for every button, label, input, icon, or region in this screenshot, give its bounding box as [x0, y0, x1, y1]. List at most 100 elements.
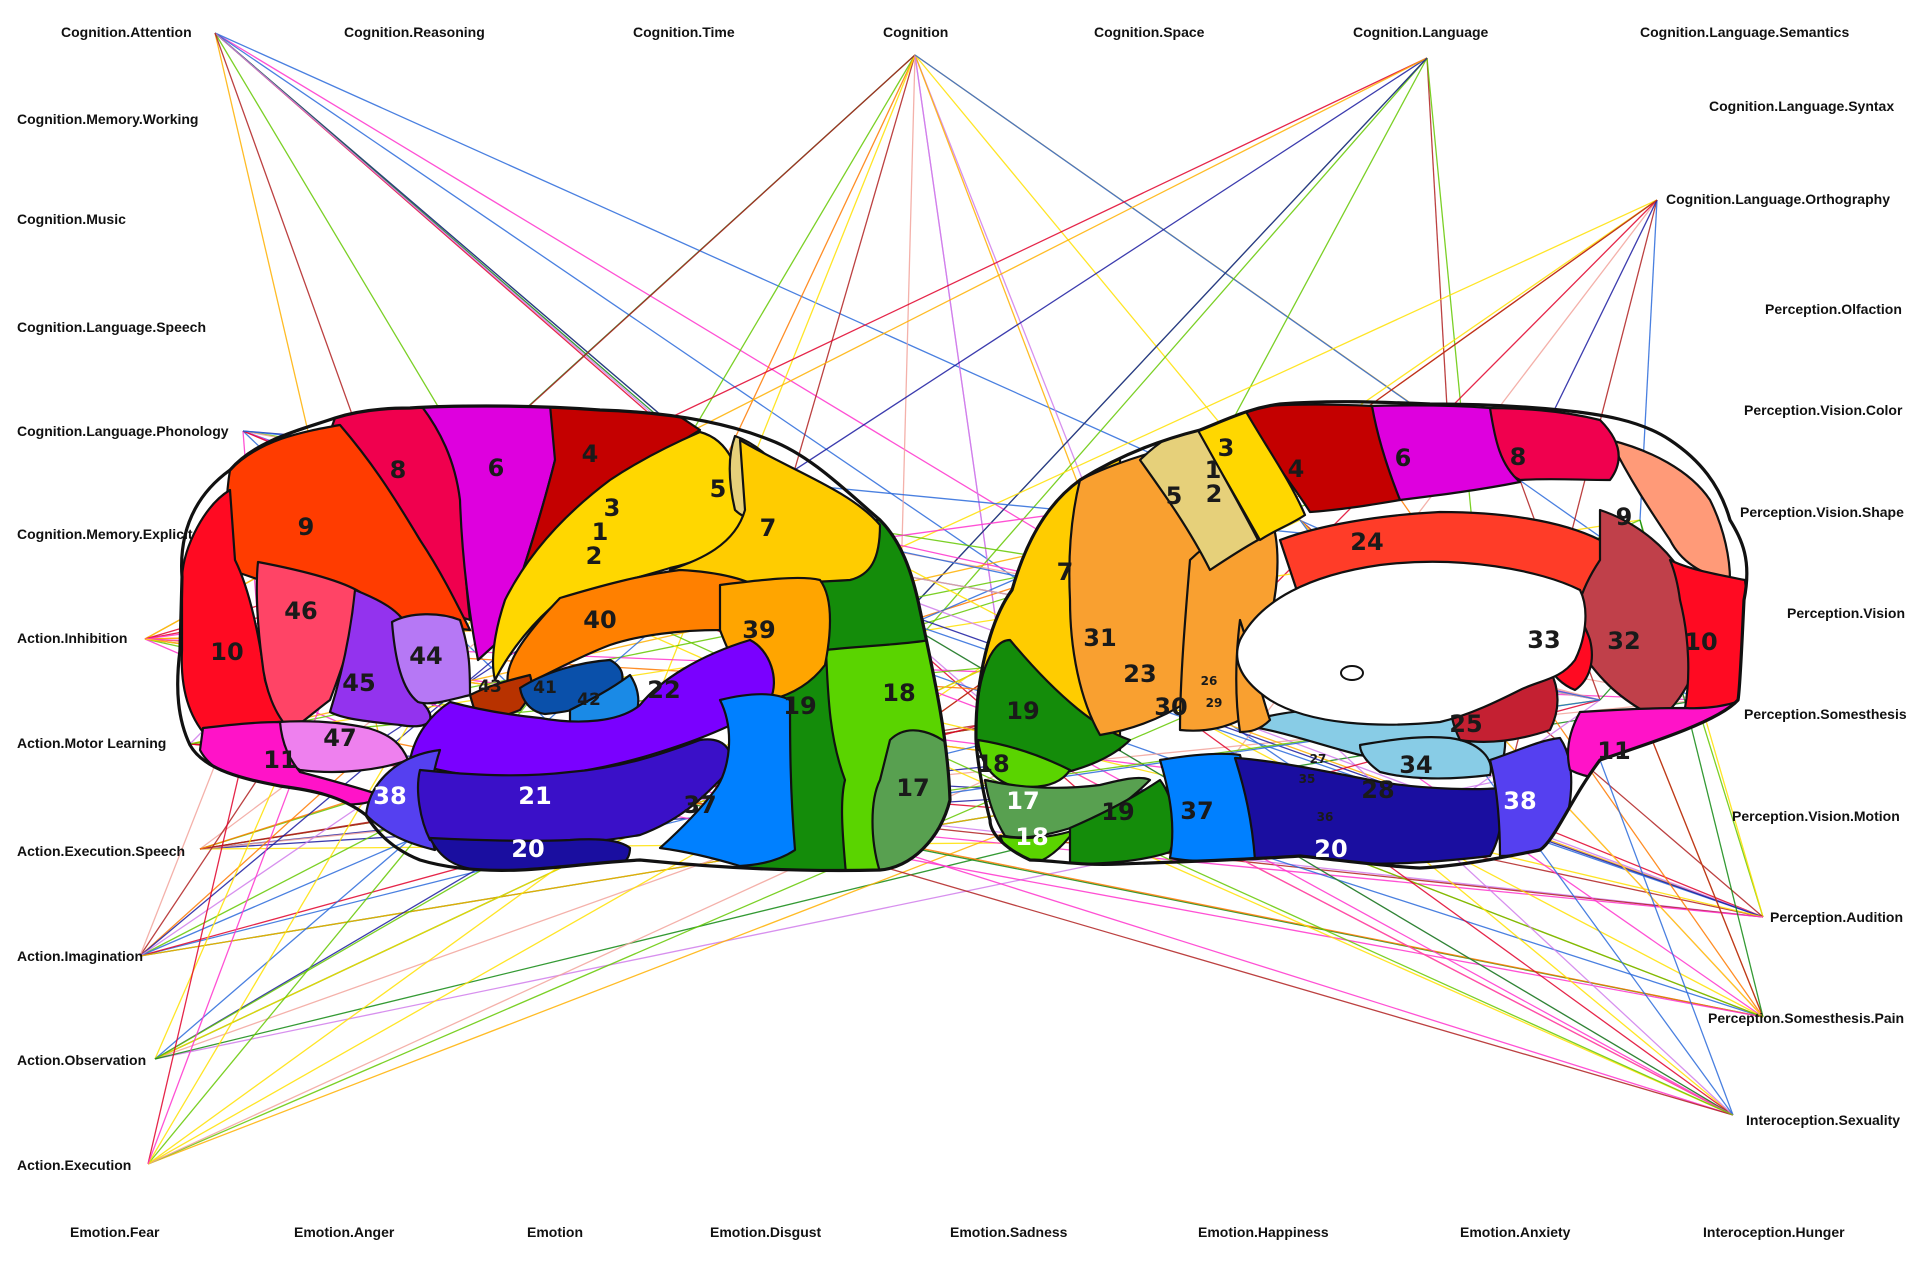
- label-area-22-lateral: 22: [647, 676, 680, 704]
- label-area-31-medial: 31: [1083, 624, 1116, 652]
- term-action-imagination: Action.Imagination: [17, 948, 143, 964]
- label-area-2-medial: 2: [1206, 480, 1223, 508]
- term-cognition-time: Cognition.Time: [633, 24, 735, 40]
- connection-line: [1599, 759, 1734, 1116]
- label-area-17-medial: 17: [1006, 787, 1039, 815]
- term-emotion-fear: Emotion.Fear: [70, 1224, 160, 1240]
- label-area-25-medial: 25: [1449, 710, 1482, 738]
- term-cognition-language-phonology: Cognition.Language.Phonology: [17, 423, 229, 439]
- label-area-7-lateral: 7: [760, 514, 777, 542]
- term-emotion-anxiety: Emotion.Anxiety: [1460, 1224, 1571, 1240]
- label-area-24-medial: 24: [1350, 528, 1383, 556]
- term-perception-somesthesis: Perception.Somesthesis: [1744, 706, 1907, 722]
- label-area-8-medial: 8: [1510, 443, 1527, 471]
- term-perception-olfaction: Perception.Olfaction: [1765, 301, 1902, 317]
- term-action-motor-learning: Action.Motor Learning: [17, 735, 166, 751]
- label-area-41-lateral: 41: [533, 678, 557, 698]
- term-action-observation: Action.Observation: [17, 1052, 146, 1068]
- label-area-47-lateral: 47: [323, 724, 356, 752]
- label-area-18-lateral: 18: [882, 679, 915, 707]
- term-cognition-language-orthography: Cognition.Language.Orthography: [1666, 191, 1890, 207]
- label-area-1-lateral: 1: [592, 518, 609, 546]
- label-area-10-medial: 10: [1684, 628, 1717, 656]
- connection-line: [147, 699, 1161, 1165]
- label-area-19-lateral: 19: [783, 692, 816, 720]
- label-area-35-medial: 35: [1299, 772, 1316, 786]
- label-area-18b-medial: 18: [1015, 823, 1048, 851]
- label-area-23-medial: 23: [1123, 660, 1156, 688]
- label-area-10-lateral: 10: [210, 638, 243, 666]
- term-cognition-reasoning: Cognition.Reasoning: [344, 24, 485, 40]
- label-area-20-lateral: 20: [511, 835, 544, 863]
- connection-line: [559, 57, 1428, 471]
- anterior-commissure: [1340, 665, 1364, 681]
- term-cognition-language: Cognition.Language: [1353, 24, 1489, 40]
- term-cognition-space: Cognition.Space: [1094, 24, 1205, 40]
- connection-line: [1699, 699, 1764, 918]
- term-emotion: Emotion: [527, 1224, 583, 1240]
- label-area-27-medial: 27: [1310, 752, 1327, 766]
- connection-line: [1426, 57, 1451, 461]
- area-37-lateral: [658, 693, 797, 868]
- label-area-37-medial: 37: [1180, 797, 1213, 825]
- term-action-inhibition: Action.Inhibition: [17, 630, 127, 646]
- label-area-5-lateral: 5: [710, 475, 727, 503]
- term-interoception-sexuality: Interoception.Sexuality: [1746, 1112, 1900, 1128]
- label-area-11-lateral: 11: [263, 746, 296, 774]
- term-cognition-music: Cognition.Music: [17, 211, 126, 227]
- label-area-37-lateral: 37: [683, 791, 716, 819]
- label-area-28-medial: 28: [1361, 776, 1394, 804]
- term-perception-vision-motion: Perception.Vision.Motion: [1732, 808, 1900, 824]
- term-perception-audition: Perception.Audition: [1770, 909, 1903, 925]
- connection-line: [914, 54, 1011, 721]
- label-area-4-medial: 4: [1288, 455, 1305, 483]
- term-emotion-anger: Emotion.Anger: [294, 1224, 395, 1240]
- term-perception-somesthesis-pain: Perception.Somesthesis.Pain: [1708, 1010, 1904, 1026]
- term-cognition-language-syntax: Cognition.Language.Syntax: [1709, 98, 1894, 114]
- connection-line: [139, 739, 381, 957]
- term-interoception-hunger: Interoception.Hunger: [1703, 1224, 1845, 1240]
- term-cognition: Cognition: [883, 24, 948, 40]
- label-area-3-medial: 3: [1218, 434, 1235, 462]
- label-area-33-medial: 33: [1527, 626, 1560, 654]
- connection-line: [1399, 839, 1734, 1116]
- medial-brain-view: 3 1 2 4 6 8 5 9 24 7 33 32 10 31 23 26 2…: [974, 400, 1749, 870]
- behavioral-domain-labels: Cognition.Attention Cognition.Reasoning …: [17, 24, 1907, 1240]
- connection-line: [214, 32, 471, 461]
- term-cognition-attention: Cognition.Attention: [61, 24, 192, 40]
- label-area-46-lateral: 46: [284, 597, 317, 625]
- connection-line: [619, 54, 916, 791]
- label-area-42-lateral: 42: [577, 690, 601, 710]
- connection-line: [899, 54, 916, 621]
- label-area-11-medial: 11: [1597, 737, 1630, 765]
- term-cognition-language-semantics: Cognition.Language.Semantics: [1640, 24, 1849, 40]
- label-area-6-medial: 6: [1395, 444, 1412, 472]
- term-perception-vision-color: Perception.Vision.Color: [1744, 402, 1903, 418]
- label-area-26-medial: 26: [1201, 674, 1218, 688]
- label-area-21-lateral: 21: [518, 782, 551, 810]
- area-46-lateral: [255, 560, 362, 732]
- label-area-30-medial: 30: [1154, 693, 1187, 721]
- term-perception-vision-shape: Perception.Vision.Shape: [1740, 504, 1904, 520]
- label-area-4-lateral: 4: [582, 440, 599, 468]
- connection-line: [469, 54, 916, 461]
- term-emotion-sadness: Emotion.Sadness: [950, 1224, 1068, 1240]
- label-area-8-lateral: 8: [390, 456, 407, 484]
- label-area-19b-medial: 19: [1101, 798, 1134, 826]
- label-area-17-lateral: 17: [896, 774, 929, 802]
- label-area-2-lateral: 2: [586, 542, 603, 570]
- connection-line: [829, 199, 1658, 581]
- label-area-36-medial: 36: [1317, 810, 1334, 824]
- corpus-callosum: [1236, 560, 1587, 726]
- term-action-execution-speech: Action.Execution.Speech: [17, 843, 185, 859]
- label-area-32-medial: 32: [1607, 627, 1640, 655]
- label-area-40-lateral: 40: [583, 606, 616, 634]
- medial-brain-outline: [974, 400, 1749, 870]
- term-perception-vision: Perception.Vision: [1787, 605, 1905, 621]
- label-area-18a-medial: 18: [976, 750, 1009, 778]
- term-cognition-language-speech: Cognition.Language.Speech: [17, 319, 206, 335]
- connection-line: [779, 54, 916, 521]
- area-34-medial: [1358, 735, 1493, 780]
- label-area-19-medial: 19: [1006, 697, 1039, 725]
